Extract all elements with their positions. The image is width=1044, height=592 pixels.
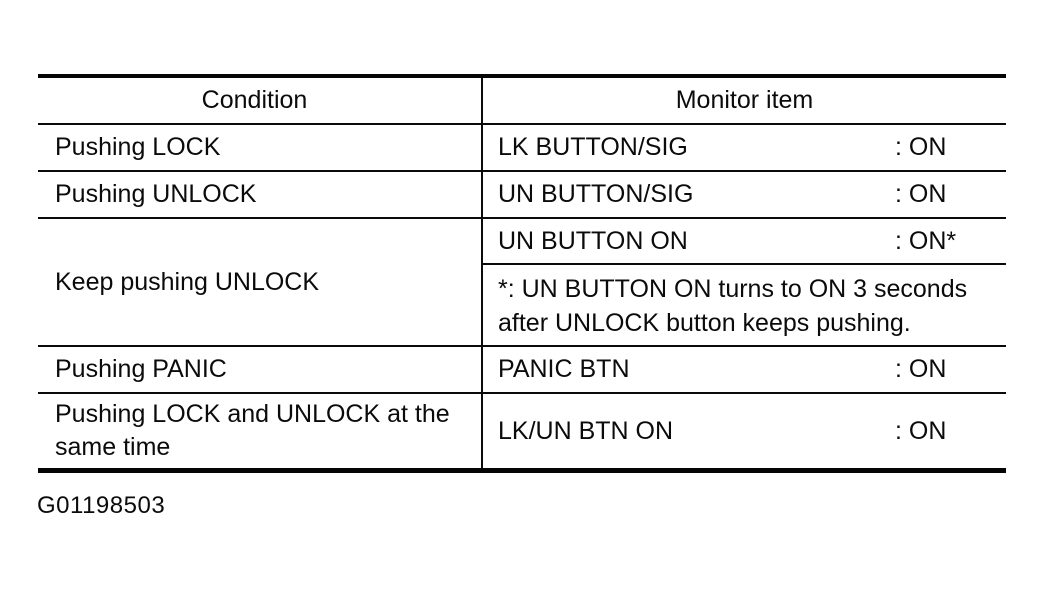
monitor-entry: LK/UN BTN ON : ON <box>483 394 1006 468</box>
monitor-entry: PANIC BTN : ON <box>483 347 1006 392</box>
condition-cell: Pushing LOCK <box>55 133 221 161</box>
monitor-entry: UN BUTTON ON : ON* <box>483 219 1006 265</box>
condition-cell: Pushing LOCK and UNLOCK at the same time <box>55 400 450 461</box>
monitor-item-value: : ON <box>895 133 947 161</box>
monitor-item-value: : ON* <box>895 226 957 255</box>
monitor-cell: UN BUTTON ON : ON* *: UN BUTTON ON turns… <box>481 219 1006 345</box>
table-row: Pushing LOCK and UNLOCK at the same time… <box>38 394 1006 468</box>
column-header-monitor-item: Monitor item <box>481 78 1006 123</box>
table-row: Pushing UNLOCK UN BUTTON/SIG : ON <box>38 172 1006 219</box>
monitor-item-label: PANIC BTN <box>498 355 630 383</box>
monitor-footnote: *: UN BUTTON ON turns to ON 3 seconds af… <box>498 275 968 337</box>
condition-cell: Pushing UNLOCK <box>55 180 257 208</box>
table-row: Keep pushing UNLOCK UN BUTTON ON : ON* *… <box>38 219 1006 347</box>
table-row: Pushing PANIC PANIC BTN : ON <box>38 347 1006 394</box>
monitor-item-label: UN BUTTON/SIG <box>498 180 694 208</box>
monitor-item-value: : ON <box>895 180 947 208</box>
monitor-entry: LK BUTTON/SIG : ON <box>483 125 1006 170</box>
monitor-cell: LK/UN BTN ON : ON <box>481 394 1006 468</box>
column-header-condition: Condition <box>201 86 308 114</box>
condition-cell: Pushing PANIC <box>55 355 227 383</box>
monitor-item-value: : ON <box>895 355 947 383</box>
remote-keyfob-monitor-table: Condition Monitor item Pushing LOCK LK B… <box>38 74 1006 473</box>
monitor-cell: UN BUTTON/SIG : ON <box>481 172 1006 217</box>
monitor-item-label: UN BUTTON ON <box>498 226 688 255</box>
condition-cell: Keep pushing UNLOCK <box>55 267 320 296</box>
figure-id: G01198503 <box>37 492 166 519</box>
monitor-item-value: : ON <box>895 416 947 445</box>
table-row: Pushing LOCK LK BUTTON/SIG : ON <box>38 125 1006 172</box>
monitor-item-label: LK BUTTON/SIG <box>498 133 688 161</box>
monitor-entry: UN BUTTON/SIG : ON <box>483 172 1006 217</box>
monitor-cell: LK BUTTON/SIG : ON <box>481 125 1006 170</box>
table-header-row: Condition Monitor item <box>38 78 1006 125</box>
monitor-item-label: LK/UN BTN ON <box>498 416 674 445</box>
monitor-cell: PANIC BTN : ON <box>481 347 1006 392</box>
